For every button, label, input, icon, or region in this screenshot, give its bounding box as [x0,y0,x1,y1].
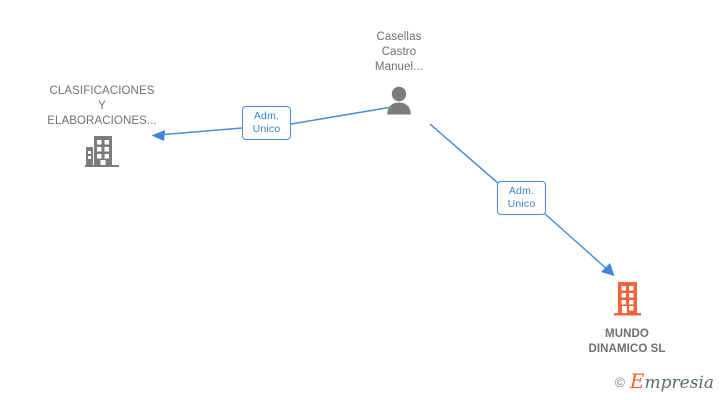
watermark-brand-accent: E [629,369,645,393]
person-icon [384,85,414,120]
edge-label-adm-unico-1[interactable]: Adm. Unico [242,106,291,140]
watermark-empresia: © Empresia [615,371,714,392]
node-company-mundo-dinamico-sl[interactable]: MUNDO DINAMICO SL [552,280,702,357]
watermark-brand-rest: mpresia [644,373,715,393]
building-icon [610,280,644,321]
node-company-clasificaciones[interactable]: CLASIFICACIONES Y ELABORACIONES... [16,84,188,172]
edge-person-to-clasificaciones [151,105,399,141]
node-person-casellas-castro-manuel[interactable]: Casellas Castro Manuel... [340,30,458,120]
edge-person-to-mundo [429,123,615,276]
edge-label-adm-unico-2[interactable]: Adm. Unico [497,181,546,215]
building-icon [85,135,119,172]
arrowhead-down-right-icon [601,263,615,276]
watermark-brand: Empresia [630,371,714,392]
arrowhead-left-icon [151,130,165,141]
node-label-clasificaciones: CLASIFICACIONES Y ELABORACIONES... [47,85,157,127]
node-label-person: Casellas Castro Manuel... [374,31,424,73]
copyright-icon: © [614,373,625,390]
node-label-mundo: MUNDO DINAMICO SL [588,328,666,355]
